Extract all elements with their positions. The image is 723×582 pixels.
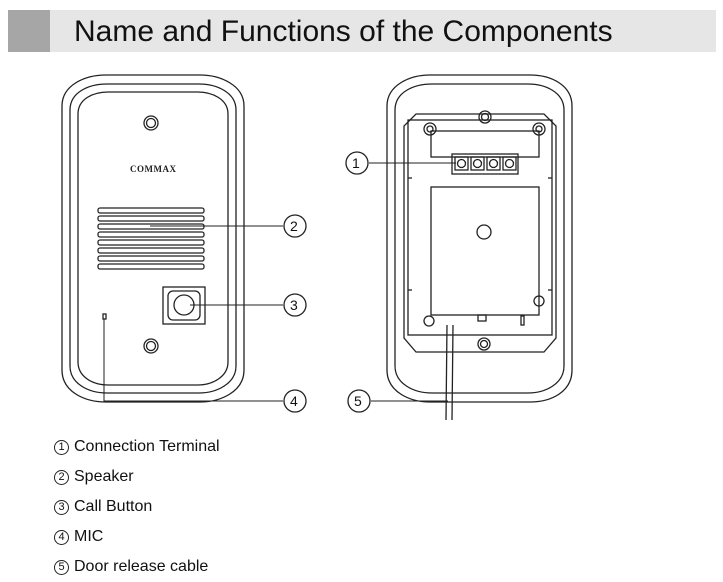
back-outer-outline [386, 74, 573, 403]
callout-3: 3 [283, 293, 307, 317]
door-release-cable [445, 324, 454, 421]
component-legend: 1 Connection Terminal 2 Speaker 3 Call Butt… [54, 432, 220, 582]
svg-text:1: 1 [352, 155, 360, 171]
callout-5: 5 [347, 389, 371, 413]
brand-logo: COMMAX [130, 164, 177, 174]
callout-1: 1 [345, 151, 369, 175]
svg-text:4: 4 [290, 393, 298, 409]
front-panel: COMMAX [61, 74, 245, 403]
header-bar [8, 10, 716, 52]
front-face-outline [77, 91, 229, 386]
bottom-screw [143, 338, 159, 354]
legend-number: 4 [54, 529, 69, 545]
legend-label: MIC [74, 528, 104, 545]
legend-number: 1 [54, 439, 69, 455]
legend-item: 4 MIC [54, 522, 220, 552]
bottom-mount-screw [477, 337, 491, 351]
legend-item: 5 Door release cable [54, 552, 220, 582]
legend-label: Door release cable [74, 558, 209, 575]
legend-label: Speaker [74, 468, 134, 485]
legend-number: 5 [54, 559, 69, 575]
svg-text:3: 3 [290, 297, 298, 313]
svg-text:2: 2 [290, 218, 298, 234]
legend-label: Connection Terminal [74, 438, 220, 455]
mic-hole [102, 313, 107, 320]
svg-text:5: 5 [354, 393, 362, 409]
mounting-plate [407, 119, 553, 336]
legend-item: 1 Connection Terminal [54, 432, 220, 462]
legend-item: 2 Speaker [54, 462, 220, 492]
speaker-grille [97, 207, 205, 270]
legend-item: 3 Call Button [54, 492, 220, 522]
legend-label: Call Button [74, 498, 153, 515]
front-outer-outline [61, 74, 245, 403]
page-title: Name and Functions of the Components [74, 15, 613, 48]
legend-number: 3 [54, 499, 69, 515]
callout-4: 4 [283, 389, 307, 413]
back-inner-outline [394, 83, 565, 394]
legend-number: 2 [54, 469, 69, 485]
header-accent-square [8, 10, 50, 52]
top-mount-screw [478, 110, 492, 124]
connection-terminal [451, 153, 519, 175]
front-inner-outline [69, 83, 237, 394]
back-panel [386, 74, 573, 421]
callout-2: 2 [283, 214, 307, 238]
top-screw [143, 115, 159, 131]
